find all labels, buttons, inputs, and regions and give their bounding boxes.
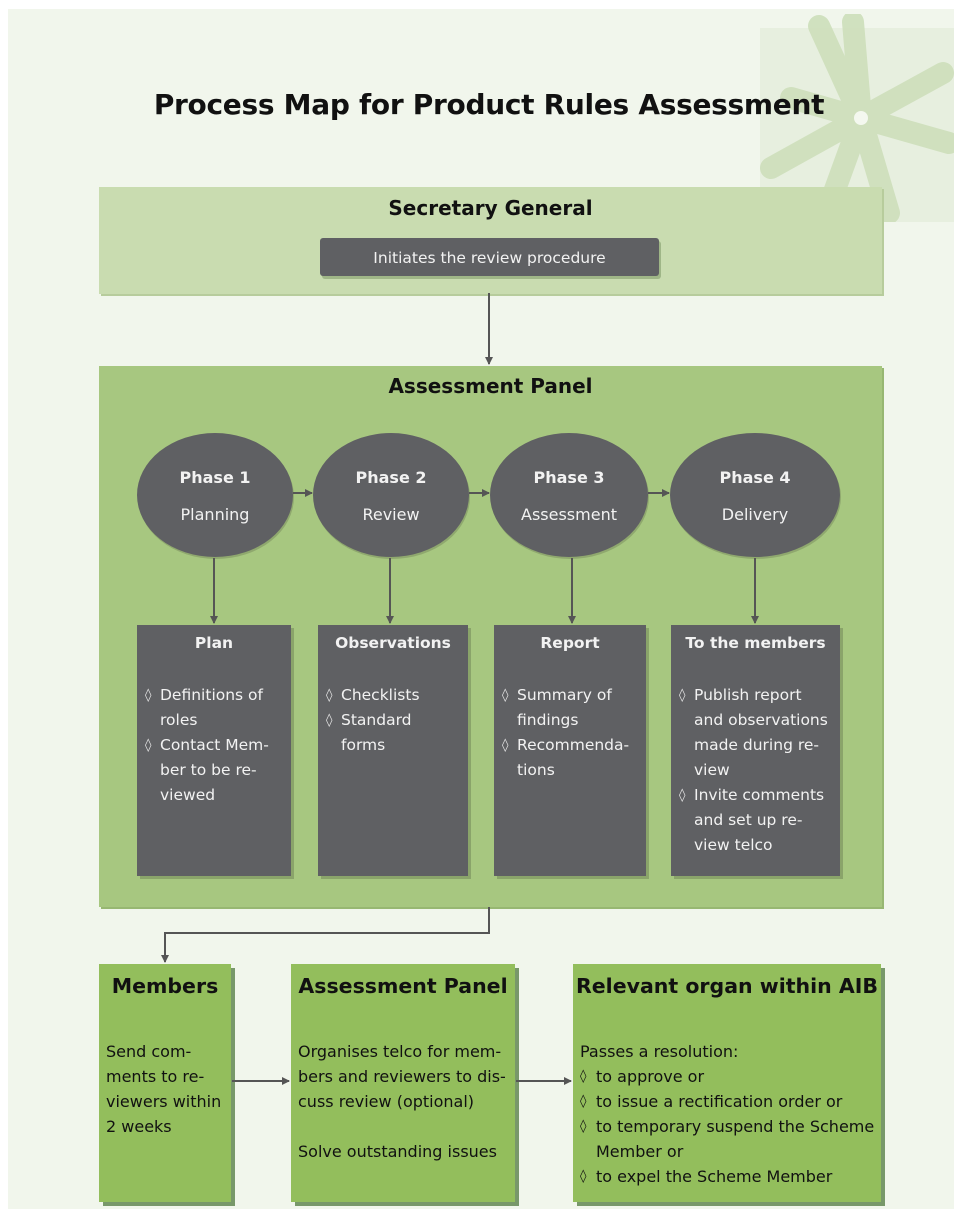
list-item: Checklists	[326, 683, 464, 708]
list-item: to expel the Scheme Member	[580, 1164, 877, 1189]
starburst-logo	[760, 14, 954, 222]
card-title: Report	[540, 634, 600, 652]
organ-list: to approve or to issue a rectification o…	[580, 1064, 877, 1189]
page-title: Process Map for Product Rules Assessment	[153, 88, 825, 121]
relevant-organ-text: Passes a resolution: to approve or to is…	[580, 1039, 877, 1189]
phase-name: Assessment	[521, 505, 617, 524]
members-text: Send com- ments to re- viewers within 2 …	[106, 1042, 222, 1136]
assessment-panel-title: Assessment Panel	[388, 374, 593, 398]
phase-2-ellipse: Phase 2 Review	[313, 433, 469, 557]
assessment-panel-box-title: Assessment Panel	[298, 974, 508, 998]
phase-number: Phase 4	[719, 468, 791, 487]
phase-name: Planning	[180, 505, 250, 524]
card-title: To the members	[685, 634, 826, 652]
phase-number: Phase 3	[533, 468, 605, 487]
card-title: Observations	[335, 634, 451, 652]
phase-number: Phase 1	[179, 468, 251, 487]
phase-1-ellipse: Phase 1 Planning	[137, 433, 293, 557]
relevant-organ-box: Relevant organ within AIB Passes a resol…	[573, 964, 881, 1202]
list-item: to approve or	[580, 1064, 877, 1089]
assessment-panel-box: Assessment Panel Organises telco for mem…	[291, 964, 515, 1202]
list-item: Recommenda-tions	[502, 733, 642, 783]
phase-name: Review	[362, 505, 420, 524]
list-item: Contact Mem-ber to be re-viewed	[145, 733, 287, 808]
members-box: Members Send com- ments to re- viewers w…	[99, 964, 231, 1202]
phase-4-ellipse: Phase 4 Delivery	[670, 433, 840, 557]
card-title: Plan	[194, 634, 234, 652]
list-item: to issue a rectification order or	[580, 1089, 877, 1114]
organ-intro: Passes a resolution:	[580, 1042, 739, 1061]
secretary-general-title: Secretary General	[388, 196, 593, 220]
phase-3-ellipse: Phase 3 Assessment	[490, 433, 648, 557]
phase-name: Delivery	[721, 505, 789, 524]
relevant-organ-title: Relevant organ within AIB	[575, 974, 878, 998]
phase-number: Phase 2	[355, 468, 427, 487]
assessment-panel-box-text: Organises telco for mem- bers and review…	[298, 1039, 511, 1164]
members-title: Members	[111, 974, 219, 998]
initiates-review-box: Initiates the review procedure	[320, 238, 659, 276]
solve-issues-text: Solve outstanding issues	[298, 1142, 497, 1161]
